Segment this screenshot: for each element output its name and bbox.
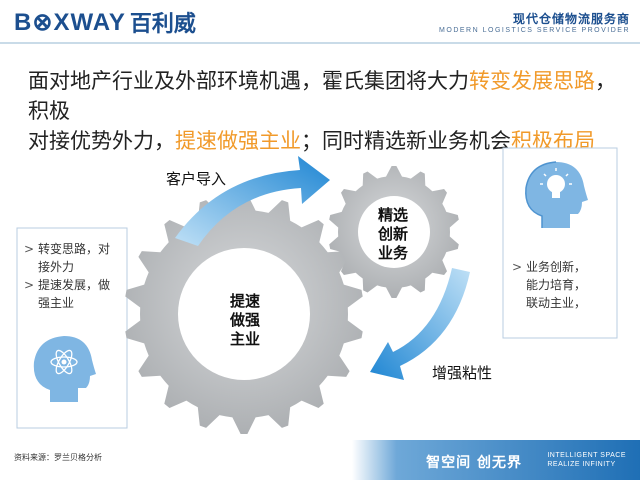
small-gear-label-line: 精选 bbox=[377, 206, 408, 224]
small-gear-label-line: 业务 bbox=[377, 244, 408, 262]
bullet-text: 联动主业， bbox=[526, 296, 587, 310]
bullet-text: 提速发展，做 bbox=[38, 278, 111, 292]
lightbulb-head-icon bbox=[525, 161, 588, 228]
gear-hub bbox=[178, 248, 310, 380]
bullet-item: >提速发展，做 bbox=[24, 276, 124, 294]
footer-slogan-en: INTELLIGENT SPACE REALIZE INFINITY bbox=[547, 451, 626, 469]
logo-text: B⊗XWAY bbox=[14, 8, 126, 36]
headline: 面对地产行业及外部环境机遇，霍氏集团将大力转变发展思路，积极 对接优势外力，提速… bbox=[28, 66, 628, 156]
big-gear-label: 提速 做强 主业 bbox=[220, 292, 270, 349]
customer-import-arrow bbox=[175, 156, 330, 246]
bullet-item: >转变思路，对 bbox=[24, 240, 124, 258]
bullet-text: 接外力 bbox=[38, 260, 75, 274]
bullet-item: 联动主业， bbox=[512, 294, 616, 312]
bullet-item: 能力培育， bbox=[512, 276, 616, 294]
logo-cn: 百利威 bbox=[129, 12, 196, 37]
bullet-item: 接外力 bbox=[24, 258, 124, 276]
bullet-text: 强主业 bbox=[38, 296, 75, 310]
footer-slogan-cn: 智空间 创无界 bbox=[426, 455, 522, 471]
right-bullets: >业务创新， 能力培育， 联动主业， bbox=[512, 258, 616, 312]
bullet-text: 能力培育， bbox=[526, 278, 587, 292]
bullet-marker: > bbox=[24, 278, 35, 292]
headline-text: ；同时精选新业务机会 bbox=[301, 129, 511, 153]
footer-slogan-en-line: INTELLIGENT SPACE bbox=[547, 452, 626, 459]
bullet-text: 转变思路，对 bbox=[38, 242, 111, 256]
small-gear-label-line: 创新 bbox=[377, 225, 408, 243]
bullet-item: >业务创新， bbox=[512, 258, 616, 276]
header-divider bbox=[0, 42, 640, 44]
big-gear-label-line: 提速 bbox=[229, 292, 260, 310]
small-gear-label: 精选 创新 业务 bbox=[368, 206, 418, 263]
bullet-text: 业务创新， bbox=[526, 260, 587, 274]
slogan-cn: 现代仓储物流服务商 bbox=[512, 12, 630, 26]
stickiness-label: 增强粘性 bbox=[432, 364, 493, 382]
slogan-en: MODERN LOGISTICS SERVICE PROVIDER bbox=[439, 27, 630, 34]
stickiness-arrow bbox=[370, 268, 470, 380]
big-gear bbox=[125, 194, 363, 434]
gear-hub bbox=[358, 196, 430, 268]
footer-bar bbox=[0, 440, 640, 480]
small-gear bbox=[329, 166, 459, 298]
big-gear-label-line: 主业 bbox=[229, 330, 260, 348]
headline-highlight: 转变发展思路 bbox=[469, 69, 595, 93]
left-bullets: >转变思路，对接外力>提速发展，做强主业 bbox=[24, 240, 124, 312]
big-gear-label-line: 做强 bbox=[229, 311, 260, 329]
headline-highlight: 提速做强主业 bbox=[175, 129, 301, 153]
footer-slogan-en-line: REALIZE INFINITY bbox=[547, 461, 616, 468]
source-note: 资料来源：罗兰贝格分析 bbox=[14, 453, 102, 462]
headline-text: 面对地产行业及外部环境机遇，霍氏集团将大力 bbox=[28, 69, 469, 93]
bullet-marker: > bbox=[24, 242, 35, 256]
customer-import-label: 客户导入 bbox=[166, 170, 227, 188]
bullet-marker: > bbox=[512, 260, 523, 274]
headline-text: 对接优势外力， bbox=[28, 129, 175, 153]
brand-logo: B⊗XWAY 百利威 bbox=[14, 8, 196, 38]
bullet-item: 强主业 bbox=[24, 294, 124, 312]
atom-head-icon bbox=[33, 336, 96, 402]
headline-text: ，积极 bbox=[28, 69, 616, 123]
